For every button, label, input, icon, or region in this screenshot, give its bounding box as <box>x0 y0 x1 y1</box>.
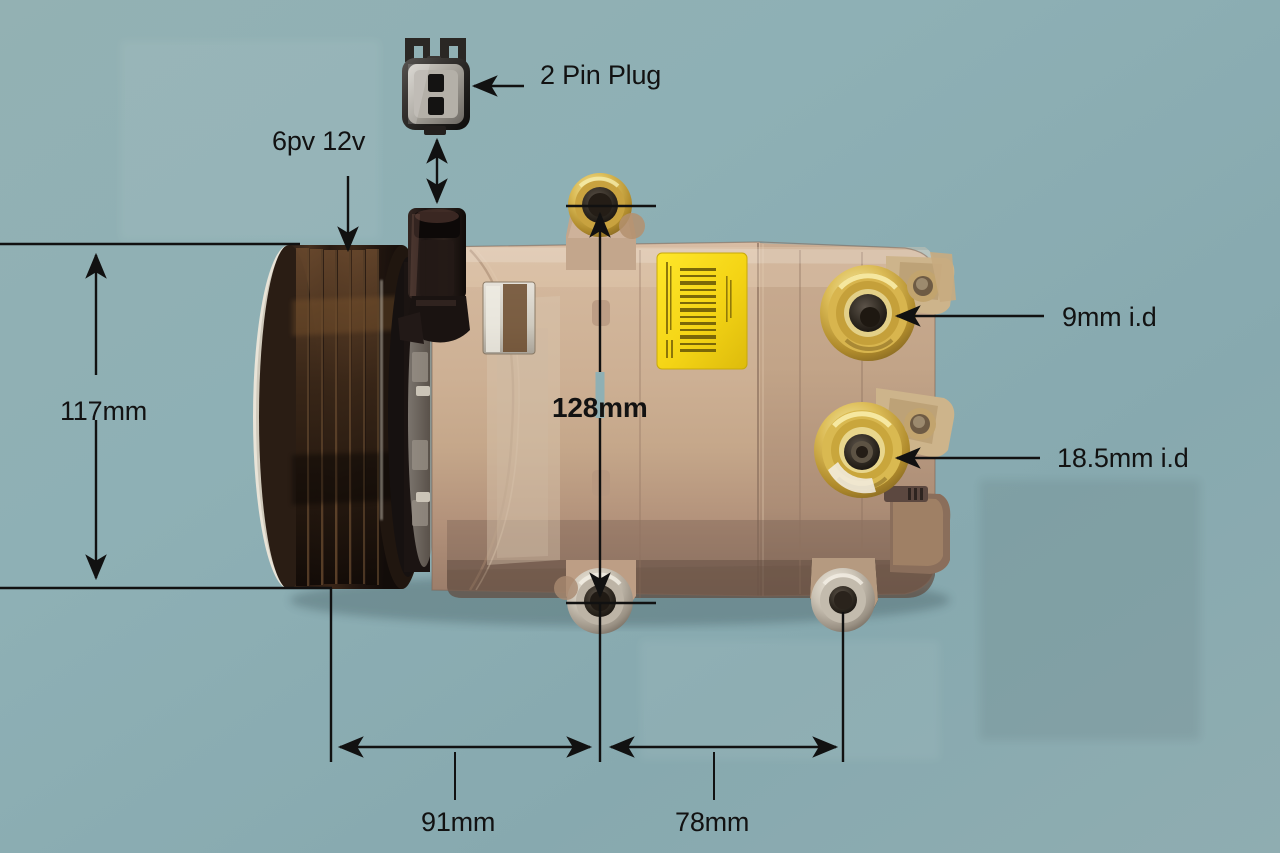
machined-band <box>487 296 560 565</box>
two-pin-plug <box>402 38 470 135</box>
label-6pv-12v: 6pv 12v <box>272 126 366 156</box>
port-block-lower-18mm <box>814 388 955 498</box>
pin-slot-lower <box>428 97 444 115</box>
label-128mm: 128mm <box>552 392 648 423</box>
port-block-upper-9mm <box>820 252 956 361</box>
label-18-5mm-id: 18.5mm i.d <box>1057 443 1189 473</box>
label-78mm: 78mm <box>675 807 750 837</box>
compressor-electrical-socket <box>398 208 470 344</box>
yellow-barcode-label <box>656 252 748 370</box>
mount-lug-bottom-rear <box>810 486 951 632</box>
label-91mm: 91mm <box>421 807 496 837</box>
pulley-grooves <box>296 248 379 586</box>
label-2-pin-plug: 2 Pin Plug <box>540 60 662 90</box>
mount-lug-bottom-front <box>554 560 636 634</box>
label-9mm-id: 9mm i.d <box>1062 302 1157 332</box>
id-tag <box>482 281 536 355</box>
pin-slot-upper <box>428 74 444 92</box>
label-117mm: 117mm <box>60 396 148 426</box>
